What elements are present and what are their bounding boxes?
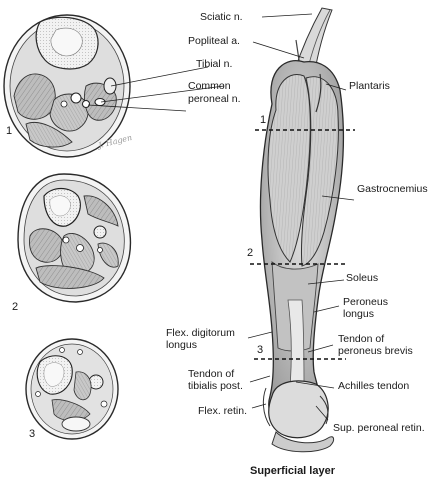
label-flex-digitorum-line2: longus [166,339,197,351]
level-number-3: 3 [257,344,264,356]
cross-section-2 [17,173,132,303]
label-flex-retin: Flex. retin. [198,405,248,417]
label-common-peroneal-line2: peroneal n. [188,93,241,105]
label-peroneus-longus-line2: longus [343,308,374,320]
label-popliteal-artery: Popliteal a. [188,35,240,47]
label-sup-peroneal-retin: Sup. peroneal retin. [333,422,425,434]
label-tendon-peroneus-brevis-line1: Tendon of [338,333,385,345]
label-peroneus-longus-line1: Peroneus [343,296,388,308]
level-number-1: 1 [260,114,267,126]
label-tibial-nerve: Tibial n. [196,58,233,70]
label-common-peroneal-line1: Common [188,80,231,92]
section-number-1: 1 [6,125,13,137]
label-flex-digitorum-line1: Flex. digitorum [166,327,235,339]
label-tendon-peroneus-brevis-line2: peroneus brevis [338,345,413,357]
level-number-2: 2 [247,247,254,259]
cross-section-3 [25,338,119,440]
section-number-3: 3 [29,428,36,440]
label-plantaris: Plantaris [349,80,390,92]
label-sciatic-nerve: Sciatic n. [200,11,243,23]
figure-caption: Superficial layer [250,465,335,477]
label-tendon-tibialis-line2: tibialis post. [188,380,243,392]
label-achilles-tendon: Achilles tendon [338,380,410,392]
cross-section-1 [3,14,225,158]
section-number-2: 2 [12,301,19,313]
label-gastrocnemius: Gastrocnemius [357,183,428,195]
label-tendon-tibialis-line1: Tendon of [188,368,235,380]
label-soleus: Soleus [346,272,379,284]
posterior-leg-drawing [247,7,355,453]
